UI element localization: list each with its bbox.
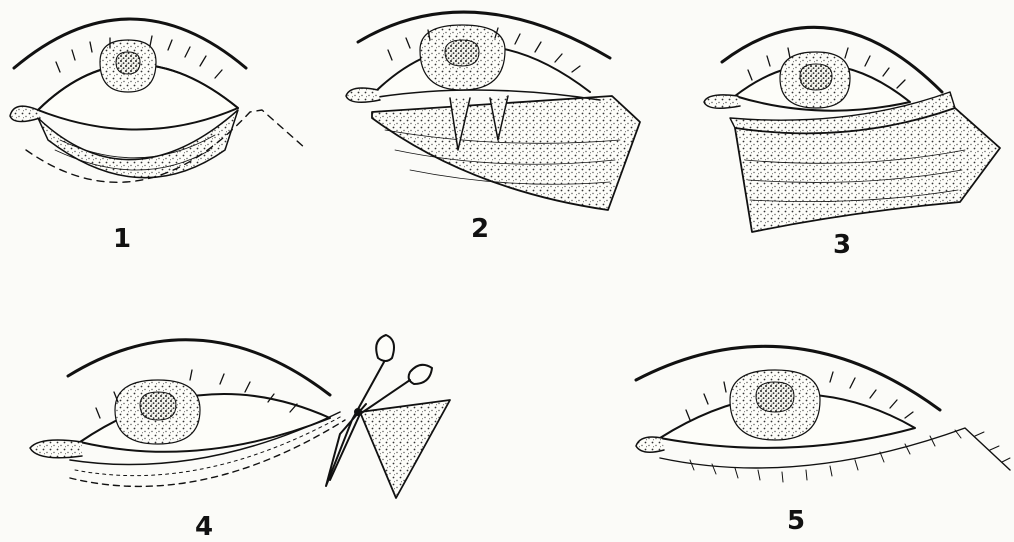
panel-1-pupil [116, 52, 140, 74]
panel-2-illustration [346, 12, 640, 210]
panel-3-pupil [800, 64, 832, 90]
panel-5-illustration [636, 346, 1010, 482]
panel-4-brow-line [68, 340, 330, 395]
panel-2-caruncle [346, 88, 380, 102]
panel-3-illustration [704, 27, 1000, 232]
panel-4-pupil [140, 392, 176, 420]
panel-5-label: 5 [787, 508, 805, 534]
panel-3-caruncle [704, 95, 740, 108]
panel-5-pupil [756, 382, 794, 412]
panel-5-caruncle [636, 437, 664, 452]
panel-3-label: 3 [833, 232, 851, 258]
scissors-ring-left [376, 335, 394, 361]
panel-2-label: 2 [471, 216, 489, 242]
panel-2-pupil [445, 40, 479, 66]
scissors-ring-right [409, 365, 432, 384]
scissors-pivot [355, 409, 361, 415]
panel-4-excised-skin-triangle [360, 400, 450, 498]
panel-4-illustration [30, 335, 450, 498]
panel-1-illustration [10, 19, 305, 182]
panel-1-label: 1 [113, 226, 131, 252]
panel-4-caruncle [30, 440, 82, 458]
panel-1-caruncle [10, 106, 40, 121]
panel-4-label: 4 [195, 514, 213, 540]
